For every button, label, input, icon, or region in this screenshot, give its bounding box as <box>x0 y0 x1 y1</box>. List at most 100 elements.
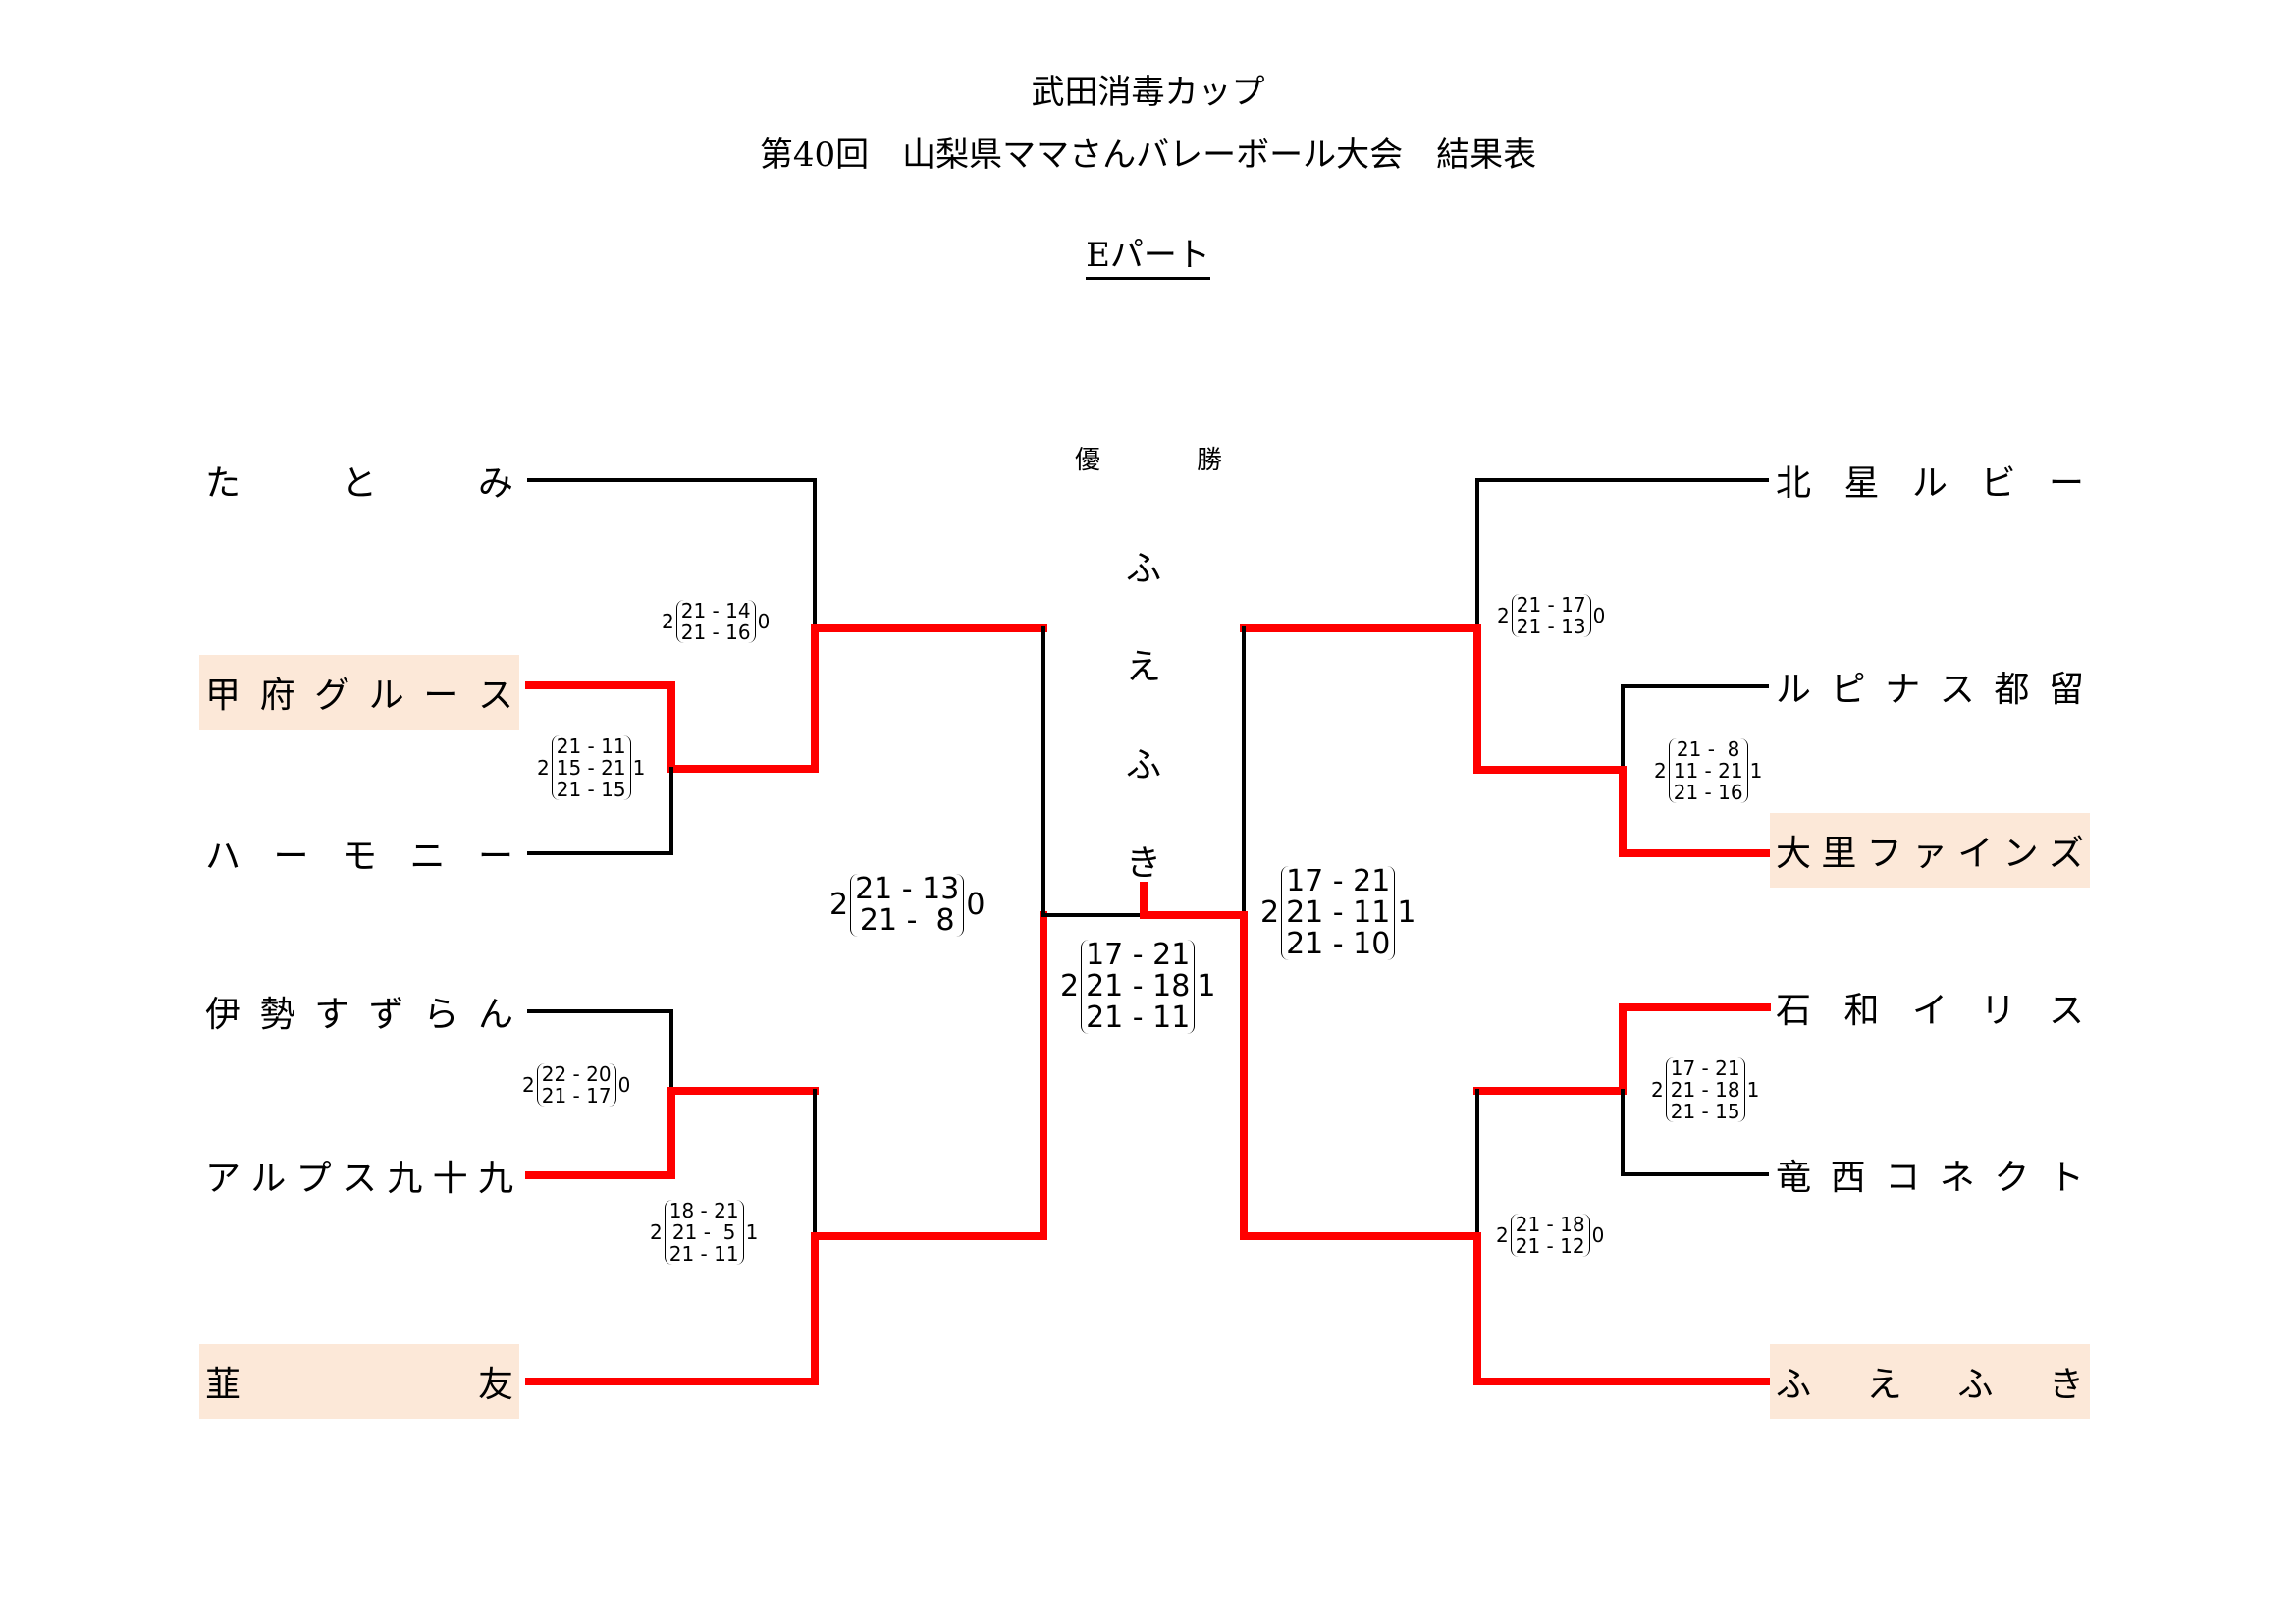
team-left-5: 韮友 <box>199 1344 519 1419</box>
sets-won-right: 0 <box>1592 604 1606 627</box>
team-name-char: 留 <box>2048 670 2084 710</box>
team-name-char: ル <box>1911 463 1948 504</box>
sets-won-left: 2 <box>662 610 674 633</box>
team-left-3: 伊勢すずらん <box>199 974 519 1049</box>
team-right-5: ふえふき <box>1770 1344 2090 1419</box>
team-name: たとみ <box>199 455 519 506</box>
tournament-title: 第40回 山梨県ママさんバレーボール大会 結果表 <box>759 135 1537 175</box>
team-left-2: ハーモニー <box>199 816 519 891</box>
champion-label-char: 勝 <box>1196 446 1222 475</box>
team-name-char: リ <box>1980 991 2016 1031</box>
team-name: 北星ルビー <box>1770 455 2090 506</box>
sets-won-right: 0 <box>617 1073 631 1097</box>
team-name-char: き <box>2048 1365 2084 1405</box>
set-score: 21 - 14 <box>680 599 751 623</box>
team-name-char: 都 <box>1994 670 2030 710</box>
sets-won-right: 0 <box>1591 1223 1605 1247</box>
team-name-char: 石 <box>1776 991 1812 1031</box>
team-name-char: 伊 <box>205 995 241 1035</box>
team-name-char: ア <box>205 1159 241 1199</box>
line-tatomi <box>527 478 817 630</box>
team-name-char: 里 <box>1821 834 1857 874</box>
team-name-char: ス <box>1939 670 1975 710</box>
team-left-1: 甲府グルース <box>199 655 519 730</box>
set-score: 21 - 16 <box>680 621 751 644</box>
set-score: 21 - 8 <box>859 903 955 938</box>
sets-won-right: 1 <box>1197 969 1216 1003</box>
set-score: 17 - 21 <box>1086 938 1191 972</box>
sets-won-left: 2 <box>1060 969 1080 1003</box>
champion-name-char: ふ <box>1125 549 1161 589</box>
team-name-char: み <box>477 463 513 504</box>
team-name: 甲府グルース <box>199 667 519 718</box>
team-name-char: ァ <box>1911 834 1948 874</box>
sets-won-left: 2 <box>650 1220 663 1244</box>
team-name: 大里ファインズ <box>1770 825 2090 876</box>
line-ise <box>527 1009 673 1093</box>
sets-won-left: 2 <box>537 756 550 780</box>
line-isawa <box>1473 1003 1771 1095</box>
team-name: アルプス九十九 <box>199 1150 519 1201</box>
set-score: 21 - 15 <box>1670 1100 1740 1123</box>
team-name-char: ク <box>1994 1158 2030 1198</box>
sets-won-right: 0 <box>757 610 771 633</box>
set-score: 18 - 21 <box>668 1199 739 1222</box>
team-name: 竜西コネクト <box>1770 1149 2090 1200</box>
team-name-char: す <box>314 995 350 1035</box>
sets-won-left: 2 <box>522 1073 535 1097</box>
set-score: 21 - 5 <box>671 1220 736 1244</box>
line-fuefuki <box>1140 882 1771 1385</box>
team-name-char: 韮 <box>205 1365 241 1405</box>
team-name-char: ふ <box>1957 1365 1994 1405</box>
team-name-char: ビ <box>1980 463 2016 504</box>
team-name-char: ル <box>250 1159 287 1199</box>
set-score: 21 - 11 <box>668 1242 739 1266</box>
set-score: 22 - 20 <box>541 1062 612 1086</box>
champion-name-char: き <box>1125 843 1161 884</box>
team-name: ふえふき <box>1770 1356 2090 1407</box>
team-right-1: ルピナス都留 <box>1770 649 2090 724</box>
team-right-3: 石和イリス <box>1770 970 2090 1045</box>
sets-won-left: 2 <box>829 888 849 922</box>
sets-won-left: 2 <box>1496 1223 1509 1247</box>
team-name-char: モ <box>341 837 377 877</box>
team-name-char: プ <box>295 1159 332 1199</box>
champion-name-char: ふ <box>1125 745 1161 785</box>
team-right-2: 大里ファインズ <box>1770 813 2090 888</box>
sets-won-left: 2 <box>1260 895 1280 930</box>
team-name-char: イ <box>1911 991 1948 1031</box>
team-name-char: 府 <box>259 676 295 716</box>
team-name-char: ル <box>368 676 404 716</box>
team-name-char: ふ <box>1776 1365 1812 1405</box>
team-name: ハーモニー <box>199 828 519 879</box>
team-name-char: 大 <box>1776 834 1812 874</box>
line-lupinus <box>1621 684 1769 772</box>
team-right-0: 北星ルビー <box>1770 443 2090 517</box>
team-name-char: コ <box>1885 1158 1921 1198</box>
line-kofu <box>525 624 1047 773</box>
team-name-char: ナ <box>1885 670 1921 710</box>
team-name-char: 竜 <box>1776 1158 1812 1198</box>
team-name: 韮友 <box>199 1356 519 1407</box>
line-ryusai <box>1621 1089 1769 1176</box>
set-score: 17 - 21 <box>1286 864 1391 898</box>
set-score: 21 - 10 <box>1286 927 1391 961</box>
set-score: 21 - 11 <box>556 734 626 758</box>
team-name-char: 九 <box>387 1159 423 1199</box>
team-name-char: ん <box>477 995 513 1035</box>
part-title: Eパート <box>0 236 2296 280</box>
set-score: 15 - 21 <box>556 756 626 780</box>
set-score: 21 - 13 <box>1516 615 1586 638</box>
champion-label: 優 勝 <box>1075 440 1222 476</box>
